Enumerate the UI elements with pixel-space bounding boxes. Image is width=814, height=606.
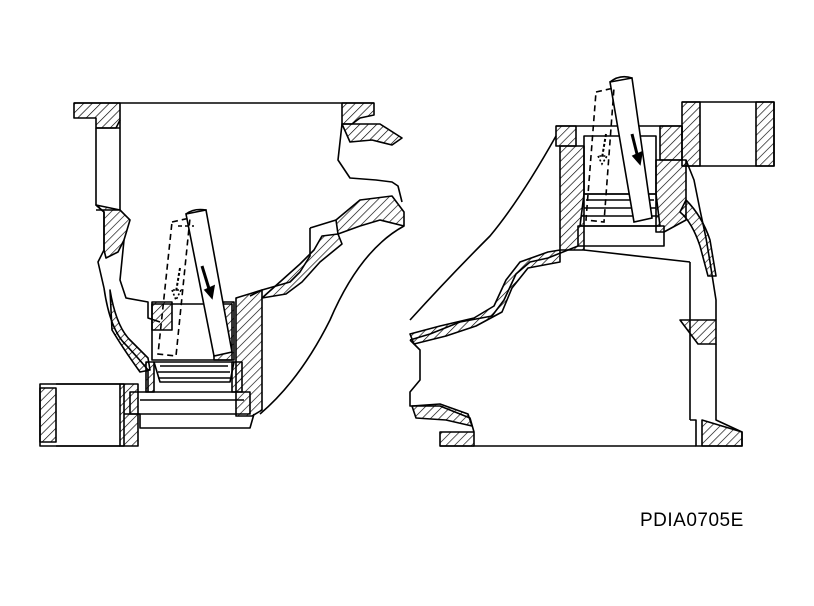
cavity-right-rib: [261, 233, 343, 299]
figure-code-label: PDIA0705E: [640, 510, 744, 531]
upper-right-rib: [341, 123, 403, 146]
mid-right-rib: [335, 195, 405, 235]
inner-right-bearing-support: [655, 159, 687, 233]
right-top-flange-block: [681, 101, 701, 167]
left-cylinder-wall: [39, 387, 57, 443]
right-drift-tool: [585, 75, 653, 223]
right-housing: [409, 101, 775, 447]
left-base-flange: [119, 383, 139, 447]
right-curved-wall: [679, 199, 717, 277]
right-base-flange: [701, 419, 743, 447]
left-wall-rib: [95, 204, 131, 259]
left-base-foot: [439, 431, 475, 447]
right-bearing-support: [235, 289, 263, 417]
cavity-left-rib: [409, 249, 561, 345]
right-top-flange: [341, 102, 375, 125]
left-drift-tool: [157, 208, 233, 357]
inner-left-bearing-support: [559, 145, 585, 251]
lower-left-wall: [109, 289, 151, 373]
left-housing: [39, 102, 405, 447]
left-top-flange: [73, 102, 121, 129]
right-cylinder-wall: [755, 101, 775, 167]
